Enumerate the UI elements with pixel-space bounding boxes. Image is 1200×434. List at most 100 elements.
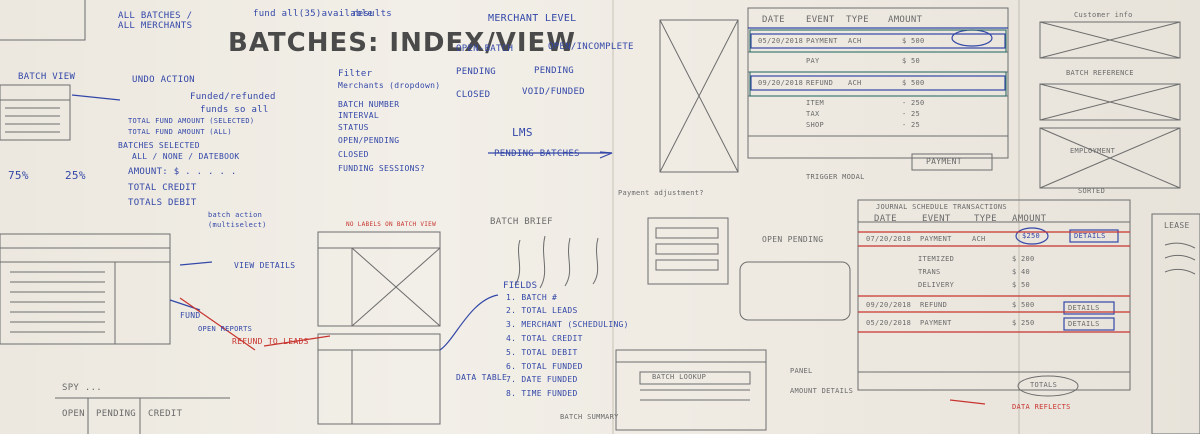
tx-row-date: 05/20/2018 [758, 37, 804, 45]
merchant-row-3-left: CLOSED [456, 90, 491, 100]
journal-row-amount: $ 200 [1012, 255, 1035, 263]
tx-row-date: 09/20/2018 [758, 79, 804, 87]
field-item: 5. TOTAL DEBIT [506, 348, 578, 357]
journal-header-type: TYPE [974, 214, 997, 224]
tab-pending: PENDING [96, 409, 137, 419]
filter-status: STATUS [338, 123, 369, 132]
payment-button[interactable]: PAYMENT [926, 157, 962, 166]
filter-open-pending: OPEN/PENDING [338, 136, 400, 145]
batch-reference-label: BATCH REFERENCE [1066, 69, 1134, 77]
tx-row-event: SHOP [806, 121, 825, 129]
note-spy: SPY ... [62, 383, 103, 393]
note-data-table: DATA TABLE [456, 373, 508, 382]
journal-details-button[interactable]: DETAILS [1068, 304, 1100, 312]
page-title: BATCHES: INDEX/VIEW [228, 28, 576, 58]
field-item: 1. BATCH # [506, 293, 558, 302]
batch-lookup-label: BATCH LOOKUP [652, 373, 707, 381]
merchant-row-2-right: PENDING [534, 66, 575, 76]
note-batch-view: BATCH VIEW [18, 72, 76, 82]
merchant-row-3-right: VOID/FUNDED [522, 87, 585, 97]
journal-row-event: PAYMENT [920, 235, 952, 243]
merchant-level-heading: MERCHANT LEVEL [488, 13, 577, 24]
tx-row-amount: $ 500 [902, 37, 925, 45]
journal-tabs[interactable]: JOURNAL SCHEDULE TRANSACTIONS [876, 203, 1007, 211]
journal-row-amount: $ 50 [1012, 281, 1031, 289]
lms-label: LMS [512, 126, 533, 139]
tx-row-event: REFUND [806, 79, 834, 87]
filter-funding-sessions: FUNDING SESSIONS? [338, 164, 425, 173]
journal-details-button[interactable]: DETAILS [1068, 320, 1100, 328]
journal-row-amount: $ 40 [1012, 268, 1031, 276]
note-fund: FUND [180, 311, 201, 320]
note-multiselect: (multiselect) [208, 221, 267, 229]
journal-header-event: EVENT [922, 214, 951, 224]
journal-row-event: ITEMIZED [918, 255, 955, 263]
journal-totals: TOTALS [1030, 381, 1058, 389]
filter-merchants: Merchants (dropdown) [338, 81, 441, 90]
journal-row-type: ACH [972, 235, 986, 243]
note-totals-debit: TOTALS DEBIT [128, 198, 197, 208]
tab-open: OPEN [62, 409, 85, 419]
tx-header-type: TYPE [846, 15, 869, 25]
note-no-labels: NO LABELS ON BATCH VIEW [346, 221, 436, 228]
note-pct-75: 75% [8, 169, 29, 182]
note-view-details: VIEW DETAILS [234, 261, 296, 270]
note-total-credit: TOTAL CREDIT [128, 183, 197, 193]
batch-brief-label: BATCH BRIEF [490, 217, 553, 227]
note-amount: AMOUNT: $ . . . . . [128, 167, 237, 177]
note-batches-selected: BATCHES SELECTED [118, 141, 200, 150]
sheet-separator [1018, 0, 1020, 434]
field-item: 4. TOTAL CREDIT [506, 334, 583, 343]
tx-row-event: ITEM [806, 99, 825, 107]
employment-label: EMPLOYMENT [1070, 147, 1116, 155]
note-all-merchants: ALL MERCHANTS [118, 21, 193, 31]
note-all-batches: ALL BATCHES / [118, 11, 193, 21]
sheet-separator [612, 0, 614, 434]
note-results: results [352, 9, 393, 19]
trigger-modal-note: TRIGGER MODAL [806, 173, 865, 181]
note-total-fund-all: TOTAL FUND AMOUNT (ALL) [128, 128, 232, 136]
journal-row-event: DELIVERY [918, 281, 955, 289]
journal-row-date: 07/20/2018 [866, 235, 912, 243]
tx-row-amount: - 250 [902, 99, 925, 107]
pending-batches-label: PENDING BATCHES [494, 149, 580, 159]
tx-row-event: PAY [806, 57, 820, 65]
tx-header-event: EVENT [806, 15, 835, 25]
note-undo-action: UNDO ACTION [132, 75, 195, 85]
journal-details-button[interactable]: DETAILS [1074, 232, 1106, 240]
filter-batch-number: BATCH NUMBER [338, 100, 400, 109]
batch-summary-label: BATCH SUMMARY [560, 413, 619, 421]
note-funded-refunded: Funded/refunded [190, 92, 276, 102]
tx-row-amount: - 25 [902, 110, 921, 118]
filter-closed: CLOSED [338, 150, 369, 159]
field-item: 7. DATE FUNDED [506, 375, 578, 384]
note-fund-all: fund all(35)available [253, 9, 374, 19]
tx-row-event: PAYMENT [806, 37, 838, 45]
merchant-row-2-left: PENDING [456, 67, 497, 77]
tx-row-type: ACH [848, 37, 862, 45]
note-funds-so-all: funds so all [200, 105, 269, 115]
lease-label: LEASE [1164, 221, 1190, 230]
journal-row-date: 09/20/2018 [866, 301, 912, 309]
amount-details-label: AMOUNT DETAILS [790, 387, 854, 395]
data-reflects-note: DATA REFLECTS [1012, 403, 1071, 411]
tx-row-type: ACH [848, 79, 862, 87]
open-pending-note: OPEN PENDING [762, 235, 824, 244]
tx-header-amount: AMOUNT [888, 15, 923, 25]
note-open-reports: OPEN REPORTS [198, 325, 253, 333]
panel-label: PANEL [790, 367, 813, 375]
journal-header-amount: AMOUNT [1012, 214, 1047, 224]
field-item: 3. MERCHANT (SCHEDULING) [506, 320, 629, 329]
tx-header-date: DATE [762, 15, 785, 25]
field-item: 6. TOTAL FUNDED [506, 362, 583, 371]
tab-credit: CREDIT [148, 409, 183, 419]
tx-row-event: TAX [806, 110, 820, 118]
journal-row-event: REFUND [920, 301, 948, 309]
journal-row-amount: $250 [1022, 232, 1041, 240]
customer-info-label: Customer info [1074, 11, 1133, 19]
journal-row-date: 05/20/2018 [866, 319, 912, 327]
journal-row-amount: $ 500 [1012, 301, 1035, 309]
sorted-label: SORTED [1078, 187, 1106, 195]
merchant-row-1-left: OPEN-BATCH [456, 44, 514, 54]
